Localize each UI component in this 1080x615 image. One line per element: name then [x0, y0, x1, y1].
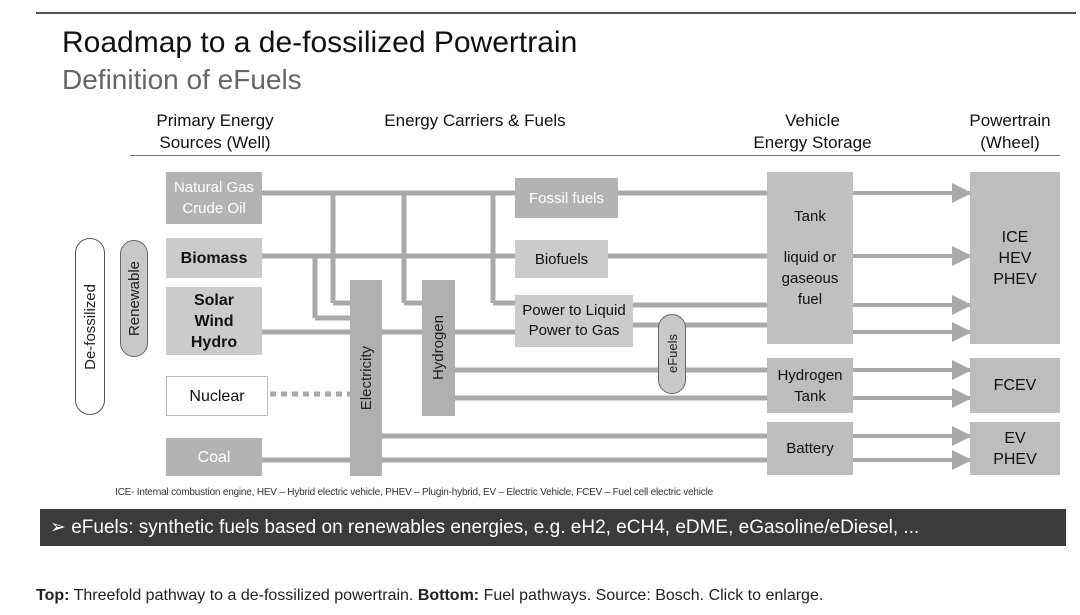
header-powertrain-line2: (Wheel)	[980, 133, 1040, 152]
top-rule	[36, 12, 1076, 14]
header-carriers: Energy Carriers & Fuels	[384, 111, 566, 130]
carrier-power-to-liquid: Power to Liquid	[522, 302, 626, 319]
carrier-hydrogen-text: Hydrogen	[430, 315, 447, 381]
slide-title: Roadmap to a de-fossilized Powertrain	[62, 26, 578, 59]
storage-tank-desc3: fuel	[797, 291, 823, 308]
powertrain-phev-2: PHEV	[993, 450, 1037, 468]
storage-hydrogen-tank-line1: Hydrogen	[777, 366, 843, 384]
abbreviation-legend: ICE- Internal combustion engine, HEV – H…	[115, 487, 713, 498]
source-crude-oil: Crude Oil	[182, 200, 246, 217]
header-primary-line2: Sources (Well)	[159, 133, 271, 152]
defossilized-label: De-fossilized	[75, 238, 105, 415]
source-solar: Solar	[193, 291, 234, 309]
efuels-label: eFuels	[658, 314, 686, 394]
carrier-electricity-text: Electricity	[357, 345, 375, 411]
source-nuclear: Nuclear	[166, 376, 268, 416]
carrier-fossil-fuels: Fossil fuels	[515, 178, 618, 218]
source-biomass: Biomass	[166, 238, 262, 278]
header-storage-line2: Energy Storage	[753, 133, 872, 152]
powertrain-ev: EV	[1004, 429, 1026, 447]
header-storage-line1: Vehicle	[785, 111, 840, 130]
carrier-electricity: Electricity	[350, 280, 382, 476]
carrier-power-to-gas: Power to Gas	[528, 322, 620, 339]
powertrain-fcev: FCEV	[970, 358, 1060, 413]
storage-tank-desc1: liquid or	[783, 249, 837, 266]
efuels-definition-banner: ➢ eFuels: synthetic fuels based on renew…	[40, 509, 1066, 546]
source-solar-wind-hydro: Solar Wind Hydro	[166, 287, 262, 355]
caption-bottom-label: Bottom:	[417, 587, 480, 604]
powertrain-ice: ICE	[1001, 228, 1029, 246]
header-powertrain-line1: Powertrain	[969, 111, 1051, 130]
header-rule	[130, 155, 1060, 156]
source-hydro: Hydro	[190, 333, 238, 351]
powertrain-ev-phev: EV PHEV	[970, 422, 1060, 475]
caption-bottom-text: Fuel pathways. Source: Bosch. Click to e…	[479, 587, 824, 604]
powertrain-phev: PHEV	[993, 270, 1037, 288]
storage-hydrogen-tank: Hydrogen Tank	[767, 358, 853, 413]
slide-subtitle: Definition of eFuels	[62, 64, 302, 95]
renewable-text: Renewable	[125, 260, 143, 337]
image-caption: Top: Threefold pathway to a de-fossilize…	[36, 587, 823, 605]
header-primary-line1: Primary Energy	[156, 111, 274, 130]
source-wind: Wind	[194, 312, 234, 330]
storage-hydrogen-tank-line2: Tank	[794, 387, 826, 405]
caption-top-text: Threefold pathway to a de-fossilized pow…	[69, 587, 418, 604]
header-powertrain: Powertrain (Wheel)	[950, 110, 1070, 154]
source-natural-gas-crude-oil: Natural Gas Crude Oil	[166, 172, 262, 224]
header-primary-energy: Primary Energy Sources (Well)	[135, 110, 295, 154]
renewable-label: Renewable	[120, 240, 148, 357]
powertrain-ice-hev-phev: ICE HEV PHEV	[970, 172, 1060, 344]
storage-battery: Battery	[767, 422, 853, 475]
header-vehicle-storage: Vehicle Energy Storage	[730, 110, 895, 154]
carrier-power-to-liquid-gas: Power to Liquid Power to Gas	[515, 295, 633, 347]
defossilized-text: De-fossilized	[81, 283, 99, 370]
powertrain-hev: HEV	[998, 249, 1032, 267]
caption-top-label: Top:	[36, 587, 70, 604]
storage-tank-title: Tank	[794, 208, 826, 225]
carrier-hydrogen: Hydrogen	[422, 280, 455, 416]
storage-tank-desc2: gaseous	[781, 270, 839, 287]
source-natural-gas: Natural Gas	[173, 179, 255, 196]
carrier-biofuels: Biofuels	[515, 240, 608, 278]
efuels-text: eFuels	[664, 334, 680, 374]
storage-tank: Tank liquid or gaseous fuel	[767, 172, 853, 344]
source-coal: Coal	[166, 438, 262, 476]
